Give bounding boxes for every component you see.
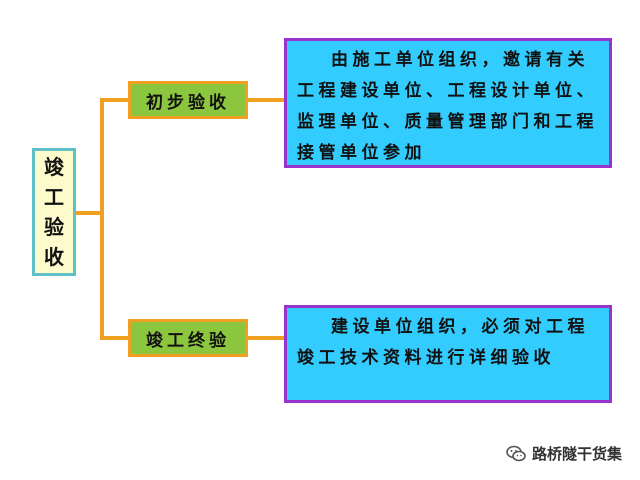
wechat-icon bbox=[506, 445, 526, 461]
connector-desc-2 bbox=[248, 336, 284, 340]
watermark: 路桥隧干货集 bbox=[506, 443, 622, 464]
watermark-text: 路桥隧干货集 bbox=[531, 445, 622, 463]
description-text: 建设单位组织，必须对工程竣工技术资料进行详细验收 bbox=[297, 317, 589, 368]
root-label-char: 工 bbox=[44, 185, 64, 209]
connector-branch-1 bbox=[100, 98, 128, 102]
branch-node-preliminary-acceptance: 初步验收 bbox=[128, 81, 248, 119]
connector-trunk bbox=[100, 100, 104, 340]
root-label-char: 验 bbox=[44, 215, 64, 239]
description-text: 由施工单位组织，邀请有关工程建设单位、工程设计单位、监理单位、质量管理部门和工程… bbox=[297, 50, 598, 163]
connector-branch-2 bbox=[100, 336, 128, 340]
branch-label: 初步验收 bbox=[146, 92, 230, 113]
connector-root-stub bbox=[76, 211, 104, 215]
root-label-char: 竣 bbox=[44, 155, 64, 179]
description-box-final-acceptance: 建设单位组织，必须对工程竣工技术资料进行详细验收 bbox=[284, 305, 612, 403]
branch-node-final-acceptance: 竣工终验 bbox=[128, 319, 248, 357]
root-node: 竣 工 验 收 bbox=[32, 148, 76, 276]
branch-label: 竣工终验 bbox=[146, 330, 230, 351]
root-label-char: 收 bbox=[44, 245, 64, 269]
connector-desc-1 bbox=[248, 98, 284, 102]
description-box-preliminary-acceptance: 由施工单位组织，邀请有关工程建设单位、工程设计单位、监理单位、质量管理部门和工程… bbox=[284, 38, 612, 168]
